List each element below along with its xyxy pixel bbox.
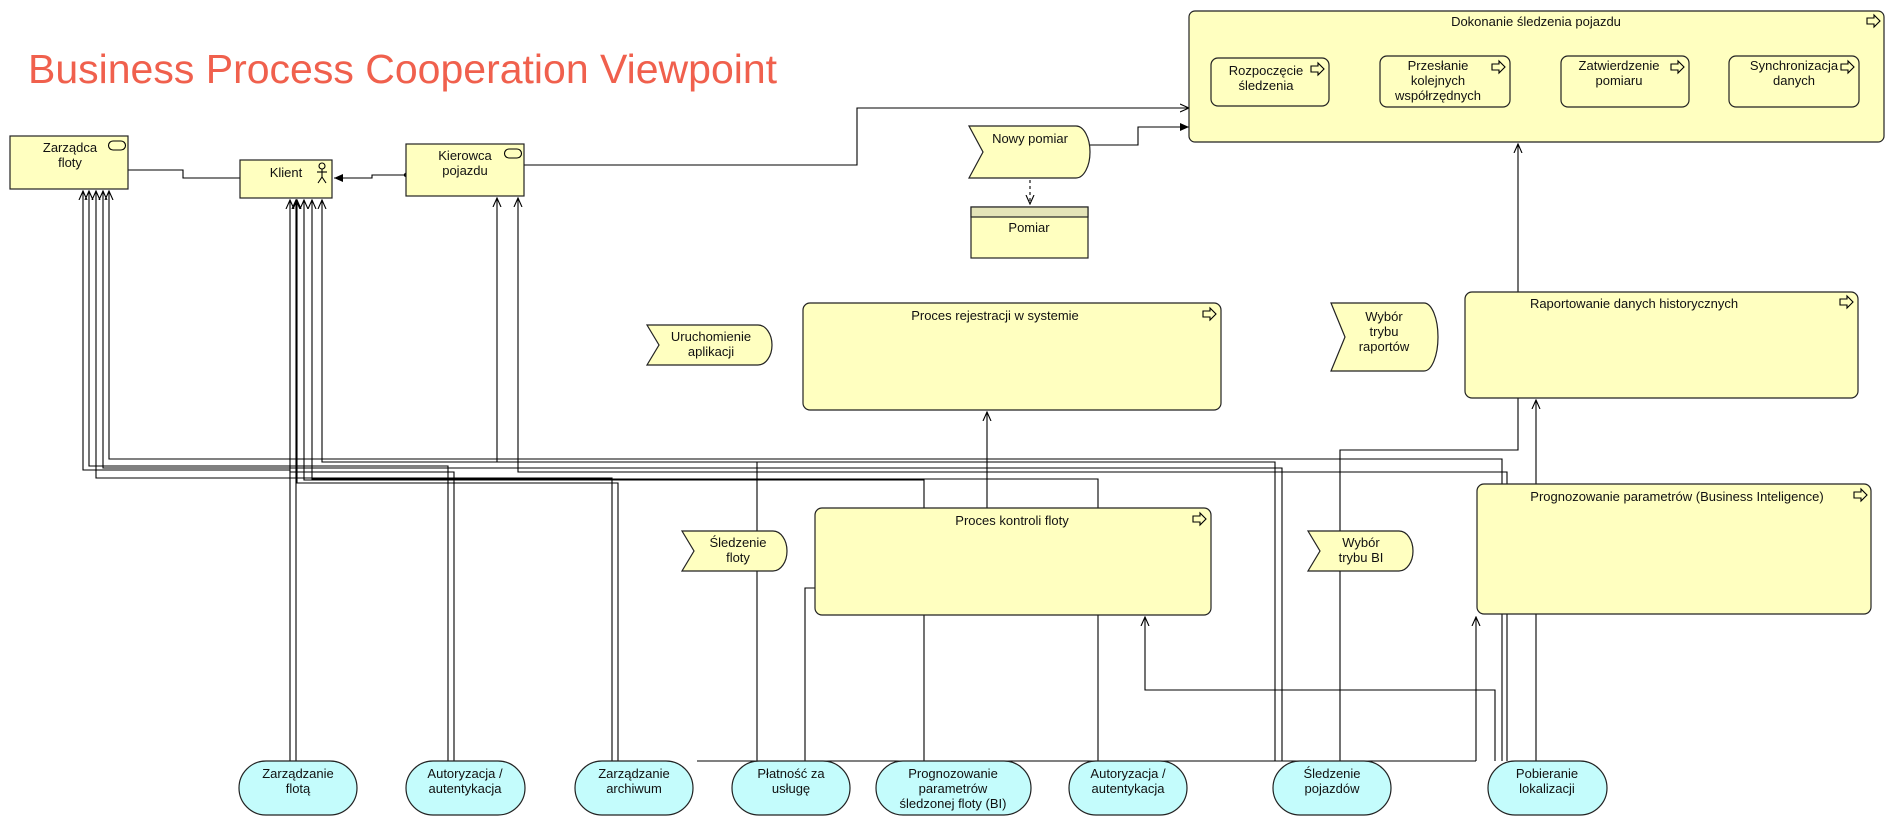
actor-icon	[317, 162, 327, 184]
connection-line	[89, 191, 449, 761]
actor-klient[interactable]: Klient	[239, 159, 333, 199]
connection-line	[518, 198, 1508, 761]
process-icon	[1840, 59, 1855, 75]
process-icon	[1839, 294, 1854, 310]
connection-line	[1145, 617, 1496, 761]
node-label: Nowy pomiar	[992, 131, 1069, 146]
node-label: Proces rejestracji w systemie	[911, 308, 1079, 323]
process-raportowanie-danych-historycznych[interactable]: Raportowanie danych historycznych	[1464, 291, 1859, 399]
event-nowy-pomiar[interactable]: Nowy pomiar	[967, 125, 1091, 179]
connection-line	[322, 200, 1276, 761]
connection-line	[297, 200, 619, 761]
process-prognozowanie-parametrow[interactable]: Prognozowanie parametrów (Business Intel…	[1476, 483, 1872, 615]
node-label: Autoryzacja /autentykacja	[427, 766, 503, 796]
connection-line	[83, 191, 291, 761]
connection-line	[128, 169, 240, 179]
process-icon	[1202, 306, 1217, 322]
connection-line	[103, 191, 1283, 761]
process-icon	[1491, 59, 1506, 75]
process-icon	[1866, 13, 1881, 29]
node-label: Raportowanie danych historycznych	[1530, 296, 1738, 311]
role-icon	[503, 148, 523, 159]
connection-line	[1090, 123, 1189, 146]
process-icon	[1192, 511, 1207, 527]
service-autoryzacja-autentykacja-1[interactable]: Autoryzacja /autentykacja	[405, 760, 526, 816]
role-icon	[107, 140, 127, 151]
connection-line	[96, 191, 613, 761]
node-label: Prognozowanie parametrów (Business Intel…	[1530, 489, 1823, 504]
process-dokonanie-sledzenia-pojazdu[interactable]: Dokonanie śledzenia pojazdu	[1188, 10, 1885, 143]
node-label: Proces kontroli floty	[955, 513, 1069, 528]
connection-line	[290, 200, 455, 761]
process-rejestracja-w-systemie[interactable]: Proces rejestracji w systemie	[802, 302, 1222, 411]
diagram-title: Business Process Cooperation Viewpoint	[28, 46, 778, 92]
connection-line	[1339, 144, 1518, 761]
connection-line	[497, 198, 758, 761]
service-autoryzacja-autentykacja-2[interactable]: Autoryzacja /autentykacja	[1068, 760, 1188, 816]
connection-line	[524, 108, 1189, 166]
process-kontrola-floty[interactable]: Proces kontroli floty	[814, 507, 1212, 616]
process-icon	[1670, 59, 1685, 75]
connection-line	[312, 200, 1099, 761]
connection-line	[304, 200, 925, 761]
node-label: Pomiar	[1008, 220, 1050, 235]
node-label: Dokonanie śledzenia pojazdu	[1451, 14, 1621, 29]
node-label: Klient	[270, 165, 303, 180]
connection-line	[334, 172, 409, 182]
process-icon	[1310, 61, 1325, 77]
object-pomiar[interactable]: Pomiar	[970, 206, 1089, 259]
process-icon	[1853, 487, 1868, 503]
node-label: Autoryzacja /autentykacja	[1090, 766, 1166, 796]
